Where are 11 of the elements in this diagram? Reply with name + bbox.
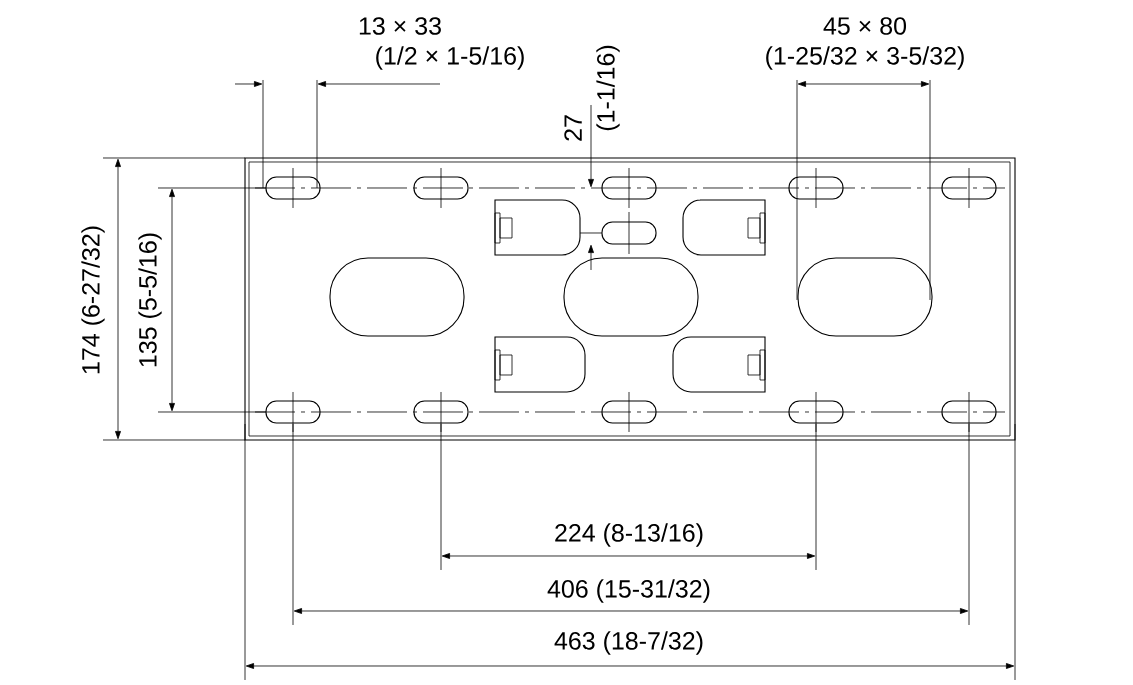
dimension-label: (1-1/16) — [595, 43, 621, 133]
dimension-label: 13 × 33 — [356, 16, 444, 36]
dimension-label: 174 (6-27/32) — [80, 223, 106, 377]
dimension-label: 224 (8-13/16) — [552, 522, 706, 548]
dimension-label: 463 (18-7/32) — [552, 630, 706, 656]
dimension-label: (1/2 × 1-5/16) — [373, 45, 527, 71]
dimension-label: 27 — [563, 113, 583, 143]
dimension-label: 135 (5-5/16) — [137, 230, 163, 370]
dimension-label: 45 × 80 — [821, 16, 909, 36]
dimension-label: 406 (15-31/32) — [546, 578, 712, 604]
dimension-label: (1-25/32 × 3-5/32) — [763, 45, 967, 71]
